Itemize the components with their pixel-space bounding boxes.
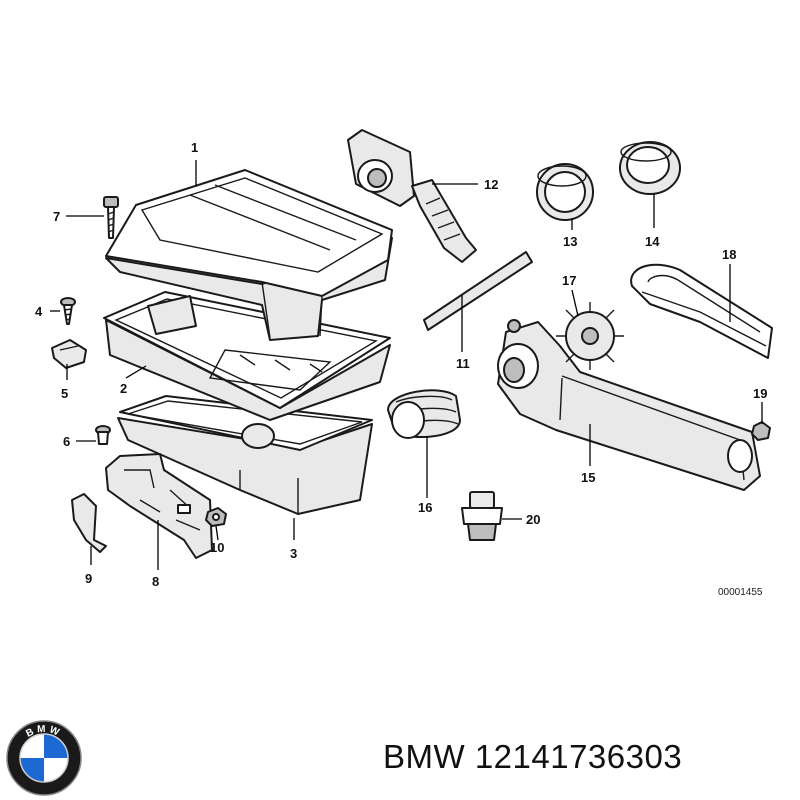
part-16-hose — [387, 389, 461, 439]
callout-17: 17 — [562, 273, 576, 288]
part-19-bolt — [751, 421, 771, 441]
callout-2: 2 — [120, 381, 127, 396]
callout-16: 16 — [418, 500, 432, 515]
callout-labels: 1 2 3 4 5 6 7 8 9 10 11 12 13 14 15 16 1… — [35, 140, 767, 589]
part-14-grommet — [619, 141, 681, 195]
leader-10 — [215, 525, 219, 541]
callout-18: 18 — [722, 247, 736, 262]
leader-lines — [50, 160, 763, 570]
part-18-gasket — [630, 263, 773, 359]
bmw-roundel-icon: BMW — [6, 720, 82, 796]
part-10-nut — [205, 507, 227, 527]
part-number-caption: BMW 12141736303 — [383, 738, 683, 775]
leader-17 — [571, 289, 579, 317]
callout-15: 15 — [581, 470, 595, 485]
callout-4: 4 — [35, 304, 43, 319]
callout-1: 1 — [191, 140, 198, 155]
callout-20: 20 — [526, 512, 540, 527]
part-6-bolt — [95, 425, 111, 445]
callout-19: 19 — [753, 386, 767, 401]
diagram-reference-number: 00001455 — [718, 587, 763, 598]
part-2-middle-housing — [103, 291, 391, 421]
part-5-clip-nut — [51, 339, 87, 369]
callout-10: 10 — [210, 540, 224, 555]
part-11-strip — [423, 251, 533, 331]
callout-14: 14 — [645, 234, 660, 249]
callout-3: 3 — [290, 546, 297, 561]
callout-7: 7 — [53, 209, 60, 224]
callout-11: 11 — [456, 356, 470, 371]
svg-text:BMW: BMW — [24, 724, 63, 740]
part-13-grommet — [536, 163, 594, 221]
roundel-letters: BMW — [24, 724, 60, 740]
callout-5: 5 — [61, 386, 68, 401]
part-8-bracket — [105, 453, 213, 559]
part-12-intake-boot — [347, 129, 477, 263]
part-15-air-duct — [497, 319, 761, 491]
callout-9: 9 — [85, 571, 92, 586]
part-9-clip — [71, 493, 107, 553]
part-20-sensor — [461, 491, 503, 541]
part-4-screw — [60, 297, 76, 325]
part-3-lower-housing — [117, 395, 373, 515]
part-7-screw — [103, 196, 119, 239]
callout-12: 12 — [484, 177, 498, 192]
callout-8: 8 — [152, 574, 159, 589]
part-17-fan — [556, 302, 624, 370]
leader-2 — [125, 365, 147, 379]
callout-6: 6 — [63, 434, 70, 449]
part-1-cover — [105, 169, 393, 341]
callout-13: 13 — [563, 234, 577, 249]
